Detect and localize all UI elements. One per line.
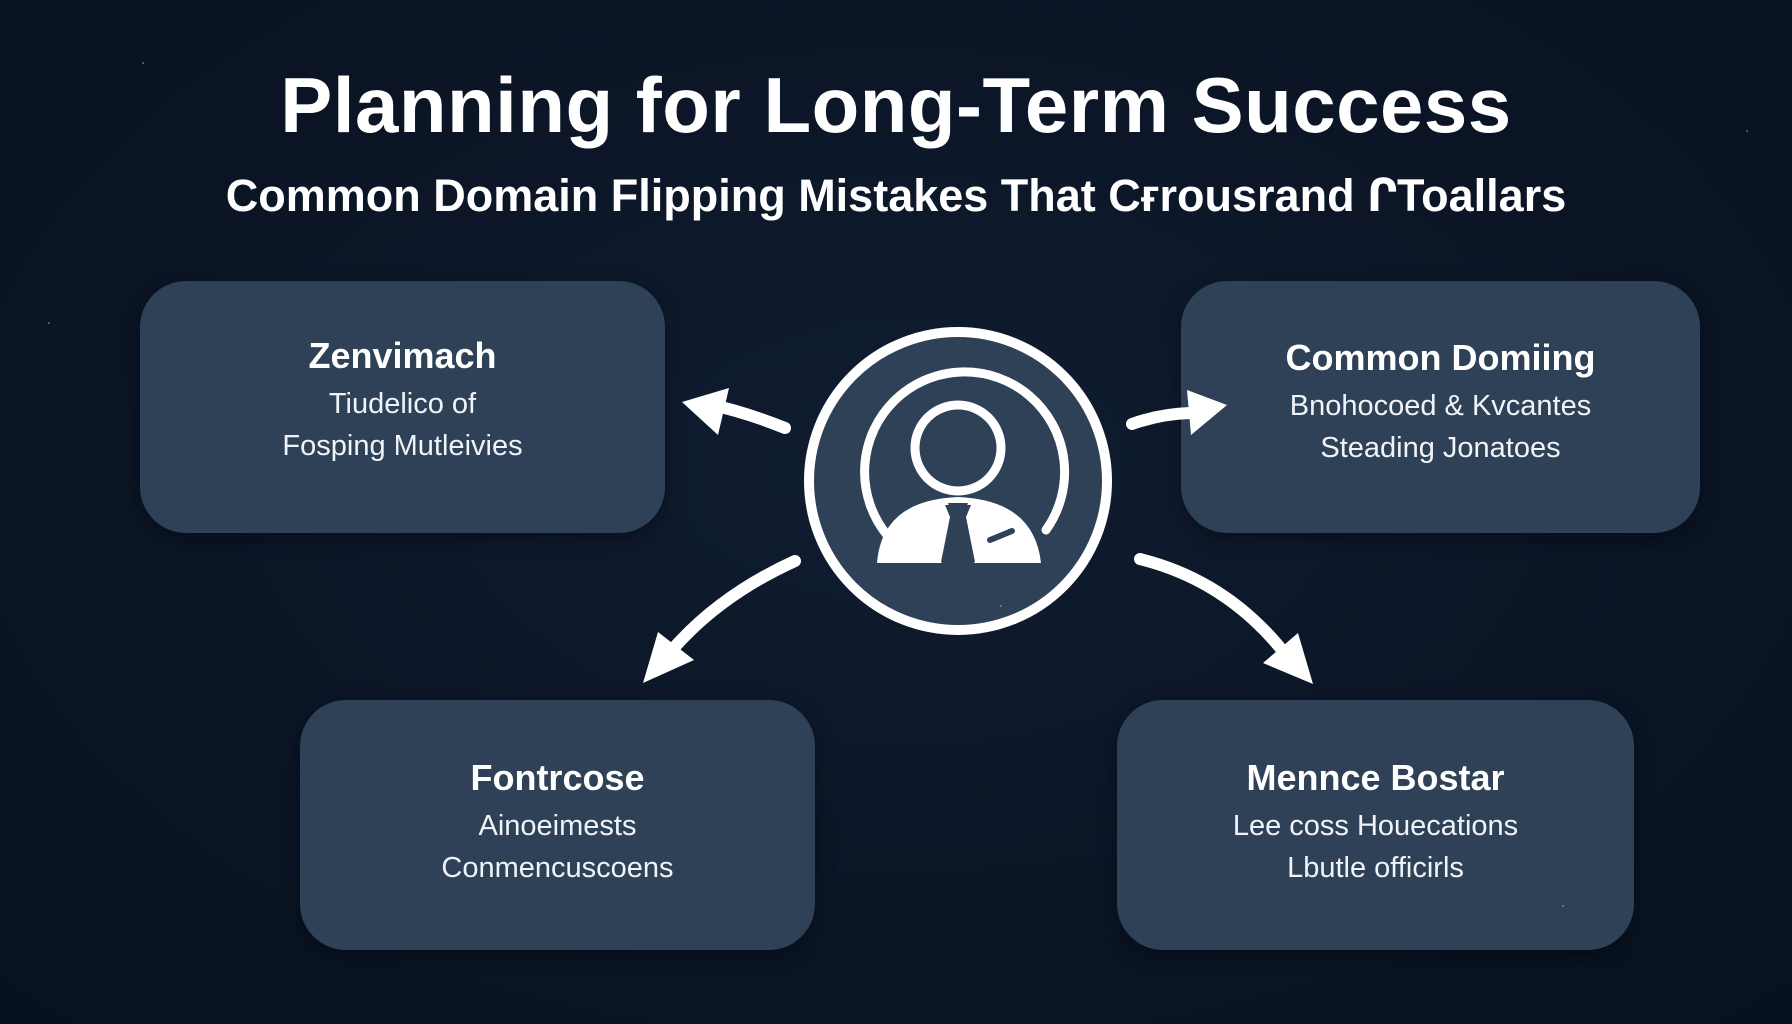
card-bottom-right: Mennce Bostar Lee coss Houecations Lbutl… — [1117, 700, 1634, 950]
card-content: Fontrcose Ainoeimests Conmencuscoens — [441, 755, 673, 889]
card-title: Zenvimach — [308, 335, 497, 376]
page-subtitle: Common Domain Flipping Mistakes That Cғr… — [225, 170, 1567, 221]
card-content: Zenvimach Tiudelico of Fosping Mutleivie… — [282, 333, 522, 467]
arrow-down-left-icon — [643, 555, 801, 683]
card-bottom-left: Fontrcose Ainoeimests Conmencuscoens — [300, 700, 815, 950]
card-line: Lbutle officirls — [1287, 852, 1464, 884]
background-speck — [1746, 130, 1748, 132]
card-content: Mennce Bostar Lee coss Houecations Lbutl… — [1233, 755, 1518, 889]
card-title: Mennce Bostar — [1246, 757, 1505, 798]
businessperson-icon — [804, 327, 1112, 635]
card-top-left: Zenvimach Tiudelico of Fosping Mutleivie… — [140, 281, 665, 533]
card-line: Tiudelico of — [328, 388, 477, 420]
card-line: Conmencuscoens — [441, 852, 674, 884]
card-content: Common Domiing Bnohocoed & Kvcantes Stea… — [1286, 335, 1596, 469]
background-speck — [142, 62, 144, 64]
arrow-down-right-icon — [1134, 553, 1313, 684]
card-line: Bnohocoed & Kvcantes — [1289, 390, 1592, 422]
background-speck — [48, 322, 50, 324]
page-title: Planning for Long-Term Success — [280, 61, 1512, 149]
background-speck — [1000, 605, 1002, 607]
card-line: Lee coss Houecations — [1232, 810, 1519, 842]
arrow-left-icon — [682, 388, 791, 435]
card-top-right: Common Domiing Bnohocoed & Kvcantes Stea… — [1181, 281, 1700, 533]
card-line: Fosping Mutleivies — [282, 430, 523, 462]
card-title: Common Domiing — [1285, 337, 1596, 378]
card-line: Ainoeimests — [478, 810, 637, 842]
background-speck — [1562, 905, 1564, 907]
card-line: Steading Jonatoes — [1320, 432, 1561, 464]
card-title: Fontrcose — [470, 757, 645, 798]
